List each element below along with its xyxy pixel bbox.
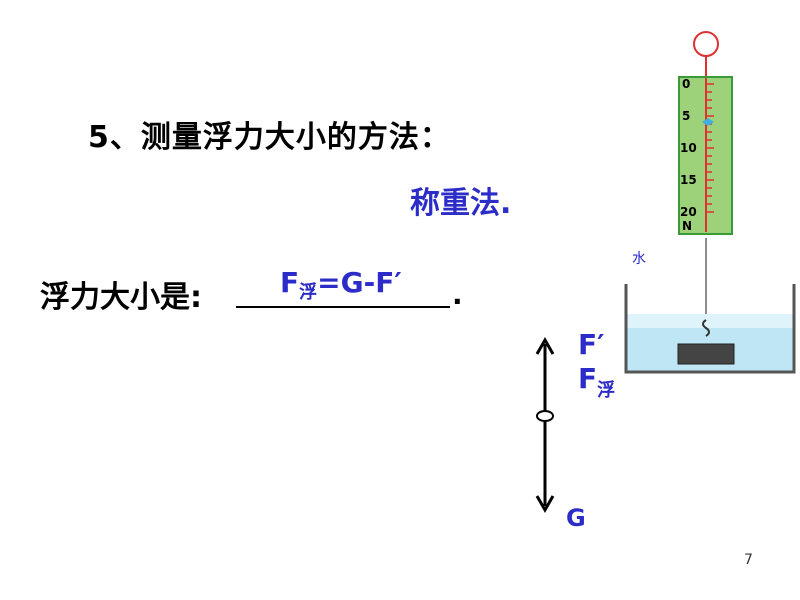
submerged-block bbox=[677, 343, 735, 365]
page-number: 7 bbox=[744, 552, 753, 568]
hook-icon bbox=[702, 319, 710, 337]
scale-pointer bbox=[702, 118, 714, 126]
scale-ring bbox=[693, 31, 719, 57]
label-gravity: G bbox=[566, 504, 586, 532]
force-diagram bbox=[535, 336, 555, 514]
water-label: 水 bbox=[632, 251, 646, 267]
tick-label-10: 10 bbox=[680, 141, 697, 155]
upward-arrow-head bbox=[535, 336, 555, 355]
method-name: 称重法. bbox=[410, 186, 512, 221]
spring-scale-icon: 0 5 10 15 20 N bbox=[678, 31, 733, 235]
water-tank bbox=[624, 238, 796, 374]
label-f-buoyancy: F浮 bbox=[578, 362, 615, 402]
tank-walls bbox=[624, 284, 796, 374]
tick-label-20: 20 bbox=[680, 205, 697, 219]
label-f-sub: 浮 bbox=[597, 380, 616, 401]
scale-ticks bbox=[706, 83, 714, 213]
slide-heading: 5、测量浮力大小的方法： bbox=[88, 120, 451, 155]
downward-arrow-head bbox=[535, 495, 555, 514]
tick-label-0: 0 bbox=[682, 77, 690, 91]
formula-rest: =G-F′ bbox=[317, 266, 402, 299]
tick-unit: N bbox=[682, 219, 692, 233]
buoyancy-prompt: 浮力大小是: bbox=[40, 280, 202, 315]
formula-f: F bbox=[280, 266, 300, 299]
tick-label-15: 15 bbox=[680, 173, 697, 187]
answer-blank-line bbox=[236, 306, 450, 308]
label-f-prime: F′ bbox=[578, 328, 605, 361]
buoyancy-formula: F浮=G-F′ bbox=[280, 266, 402, 304]
object-point bbox=[536, 410, 554, 422]
label-f-main: F bbox=[578, 362, 598, 395]
formula-sub: 浮 bbox=[299, 282, 318, 303]
answer-period: . bbox=[452, 278, 463, 311]
tick-label-5: 5 bbox=[682, 109, 690, 123]
